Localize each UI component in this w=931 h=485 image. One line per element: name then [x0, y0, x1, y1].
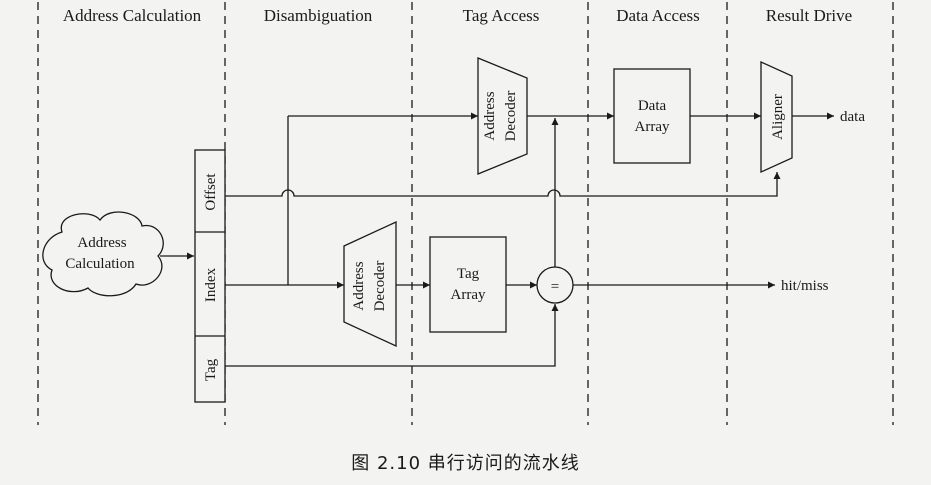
output-label-data: data	[840, 109, 865, 125]
stage-dividers	[37, 2, 894, 425]
tag-array-line1: Tag	[457, 266, 480, 282]
stage-label-result-drive: Result Drive	[766, 6, 852, 25]
register-field-index: Index	[203, 267, 219, 302]
tag-array: Tag Array	[429, 236, 507, 333]
tag-comparator: =	[536, 266, 574, 304]
stage-label-data-access: Data Access	[616, 6, 700, 25]
decoder-bottom-line1: Address	[351, 261, 367, 310]
figure-caption: 图 2.10 串行访问的流水线	[351, 453, 580, 474]
aligner: Aligner	[760, 60, 793, 174]
decoder-top-line1: Address	[482, 91, 498, 140]
pipeline-diagram: Address Calculation Disambiguation Tag A…	[37, 2, 894, 425]
tag-array-line2: Array	[451, 287, 486, 303]
wiring	[225, 112, 834, 367]
address-calculation-cloud: Address Calculation	[42, 211, 164, 297]
stage-label-tag-access: Tag Access	[463, 6, 540, 25]
data-array-line1: Data	[638, 98, 667, 114]
register-field-offset: Offset	[203, 173, 219, 211]
address-decoder-top: Address Decoder	[477, 57, 528, 175]
address-calc-line2: Calculation	[65, 256, 135, 272]
aligner-label: Aligner	[770, 94, 786, 140]
address-decoder-bottom: Address Decoder	[343, 220, 397, 348]
output-label-hit-miss: hit/miss	[781, 278, 829, 294]
address-calc-line1: Address	[77, 235, 126, 251]
data-array-line2: Array	[635, 119, 670, 135]
stage-label-disambiguation: Disambiguation	[264, 6, 373, 25]
decoder-bottom-line2: Decoder	[372, 261, 388, 312]
comparator-symbol: =	[551, 279, 559, 295]
address-register: Offset Index Tag	[194, 149, 226, 403]
decoder-top-line2: Decoder	[503, 91, 519, 142]
data-array: Data Array	[613, 68, 691, 164]
stage-label-address-calculation: Address Calculation	[63, 6, 202, 25]
register-field-tag: Tag	[203, 358, 219, 381]
